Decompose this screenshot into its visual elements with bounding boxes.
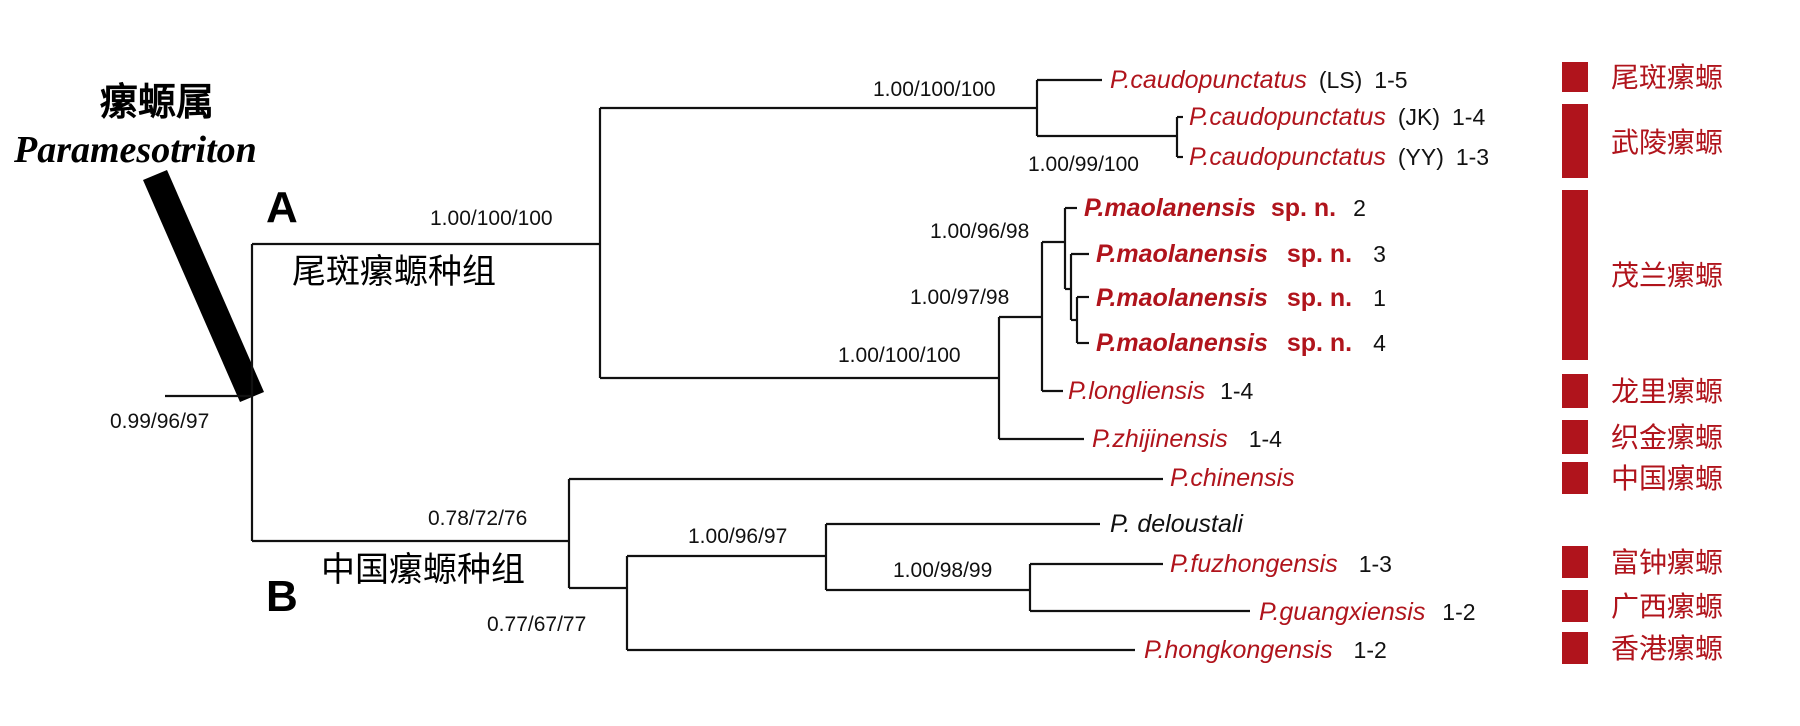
- species-label: 尾斑瘰螈: [1611, 62, 1723, 93]
- taxon-count: 1-4: [1249, 426, 1282, 452]
- support-value: 0.99/96/97: [110, 410, 209, 433]
- species-label: 武陵瘰螈: [1611, 127, 1723, 158]
- support-value: 1.00/100/100: [430, 207, 553, 230]
- support-value: 1.00/100/100: [838, 344, 961, 367]
- taxon-qualifier: sp. n.: [1287, 240, 1352, 268]
- species-label: 广西瘰螈: [1611, 591, 1723, 622]
- taxon-label: P. deloustali: [1110, 510, 1244, 538]
- taxon-label: P.caudopunctatus (YY) 1-3: [1189, 143, 1489, 171]
- taxon-qualifier: (JK): [1398, 104, 1440, 130]
- taxon-labels: P.caudopunctatus (LS) 1-5 P.caudopunctat…: [1068, 66, 1489, 664]
- taxon-name: P.fuzhongensis: [1170, 550, 1338, 578]
- taxon-name: P.chinensis: [1170, 464, 1295, 492]
- support-value: 0.77/67/77: [487, 613, 586, 636]
- taxon-count: 1-4: [1452, 104, 1485, 130]
- taxon-label: P.guangxiensis 1-2: [1259, 598, 1476, 626]
- species-bar: [1562, 420, 1588, 454]
- species-labels: 尾斑瘰螈 武陵瘰螈 茂兰瘰螈 龙里瘰螈 织金瘰螈 中国瘰螈 富钟瘰螈 广西瘰螈 …: [1611, 62, 1723, 664]
- taxon-count: 1-2: [1442, 599, 1475, 625]
- taxon-count: 1: [1373, 285, 1386, 311]
- taxon-qualifier: sp. n.: [1287, 329, 1352, 357]
- taxon-label: P.maolanensis sp. n. 3: [1096, 240, 1386, 268]
- species-bar: [1562, 632, 1588, 664]
- support-values: 0.99/96/97 1.00/100/100 1.00/100/100 1.0…: [110, 78, 1139, 636]
- taxon-count: 1-4: [1220, 378, 1253, 404]
- taxon-qualifier: (LS): [1319, 67, 1362, 93]
- species-bar: [1562, 462, 1588, 494]
- support-value: 1.00/96/98: [930, 220, 1029, 243]
- taxon-label: P.chinensis: [1170, 464, 1295, 492]
- taxon-name: P.caudopunctatus: [1189, 103, 1386, 131]
- taxon-label: P.maolanensis sp. n. 1: [1096, 284, 1386, 312]
- taxon-name: P.zhijinensis: [1092, 425, 1228, 453]
- taxon-label: P.zhijinensis 1-4: [1092, 425, 1282, 453]
- taxon-name: P.guangxiensis: [1259, 598, 1425, 626]
- genus-name-latin: Paramesotriton: [13, 129, 257, 171]
- taxon-label: P.hongkongensis 1-2: [1144, 636, 1387, 664]
- clade-b-label: 中国瘰螈种组: [321, 551, 525, 589]
- taxon-label: P.maolanensis sp. n. 2: [1084, 194, 1366, 222]
- taxon-label: P.caudopunctatus (JK) 1-4: [1189, 103, 1485, 131]
- species-label: 茂兰瘰螈: [1611, 260, 1723, 291]
- taxon-label: P.caudopunctatus (LS) 1-5: [1110, 66, 1408, 94]
- taxon-label: P.longliensis 1-4: [1068, 377, 1254, 405]
- support-value: 1.00/100/100: [873, 78, 996, 101]
- species-bar: [1562, 190, 1588, 360]
- taxon-count: 1-3: [1456, 144, 1489, 170]
- species-bar: [1562, 590, 1588, 622]
- species-bar: [1562, 546, 1588, 578]
- taxon-name: P.hongkongensis: [1144, 636, 1333, 664]
- taxon-label: P.fuzhongensis 1-3: [1170, 550, 1392, 578]
- species-label: 香港瘰螈: [1611, 633, 1723, 664]
- root-marker-bar: [143, 170, 264, 402]
- taxon-name: P.maolanensis: [1096, 284, 1268, 312]
- clade-a-letter: A: [266, 183, 298, 232]
- clade-b-letter: B: [266, 572, 298, 621]
- taxon-qualifier: (YY): [1398, 144, 1444, 170]
- taxon-count: 2: [1353, 195, 1366, 221]
- taxon-name: P.caudopunctatus: [1110, 66, 1307, 94]
- support-value: 0.78/72/76: [428, 507, 527, 530]
- clade-a-label: 尾斑瘰螈种组: [292, 253, 496, 291]
- taxon-count: 1-5: [1374, 67, 1407, 93]
- species-bars: [1562, 62, 1588, 664]
- support-value: 1.00/99/100: [1028, 153, 1139, 176]
- taxon-count: 4: [1373, 330, 1386, 356]
- species-bar: [1562, 104, 1588, 178]
- taxon-name: P.maolanensis: [1084, 194, 1256, 222]
- taxon-name: P.maolanensis: [1096, 329, 1268, 357]
- support-value: 1.00/98/99: [893, 559, 992, 582]
- tree-branches: [165, 78, 1250, 652]
- species-label: 龙里瘰螈: [1611, 376, 1723, 407]
- taxon-name: P.maolanensis: [1096, 240, 1268, 268]
- taxon-count: 1-3: [1359, 551, 1392, 577]
- taxon-count: 3: [1373, 241, 1386, 267]
- taxon-name: P. deloustali: [1110, 510, 1244, 538]
- taxon-qualifier: sp. n.: [1287, 284, 1352, 312]
- taxon-name: P.longliensis: [1068, 377, 1205, 405]
- species-bar: [1562, 374, 1588, 408]
- taxon-qualifier: sp. n.: [1271, 194, 1336, 222]
- species-label: 织金瘰螈: [1611, 422, 1723, 453]
- support-value: 1.00/97/98: [910, 286, 1009, 309]
- support-value: 1.00/96/97: [688, 525, 787, 548]
- taxon-count: 1-2: [1354, 637, 1387, 663]
- species-label: 富钟瘰螈: [1611, 547, 1723, 578]
- species-bar: [1562, 62, 1588, 92]
- taxon-name: P.caudopunctatus: [1189, 143, 1386, 171]
- taxon-label: P.maolanensis sp. n. 4: [1096, 329, 1386, 357]
- genus-name-chinese: 瘰螈属: [100, 82, 214, 124]
- species-label: 中国瘰螈: [1611, 463, 1723, 494]
